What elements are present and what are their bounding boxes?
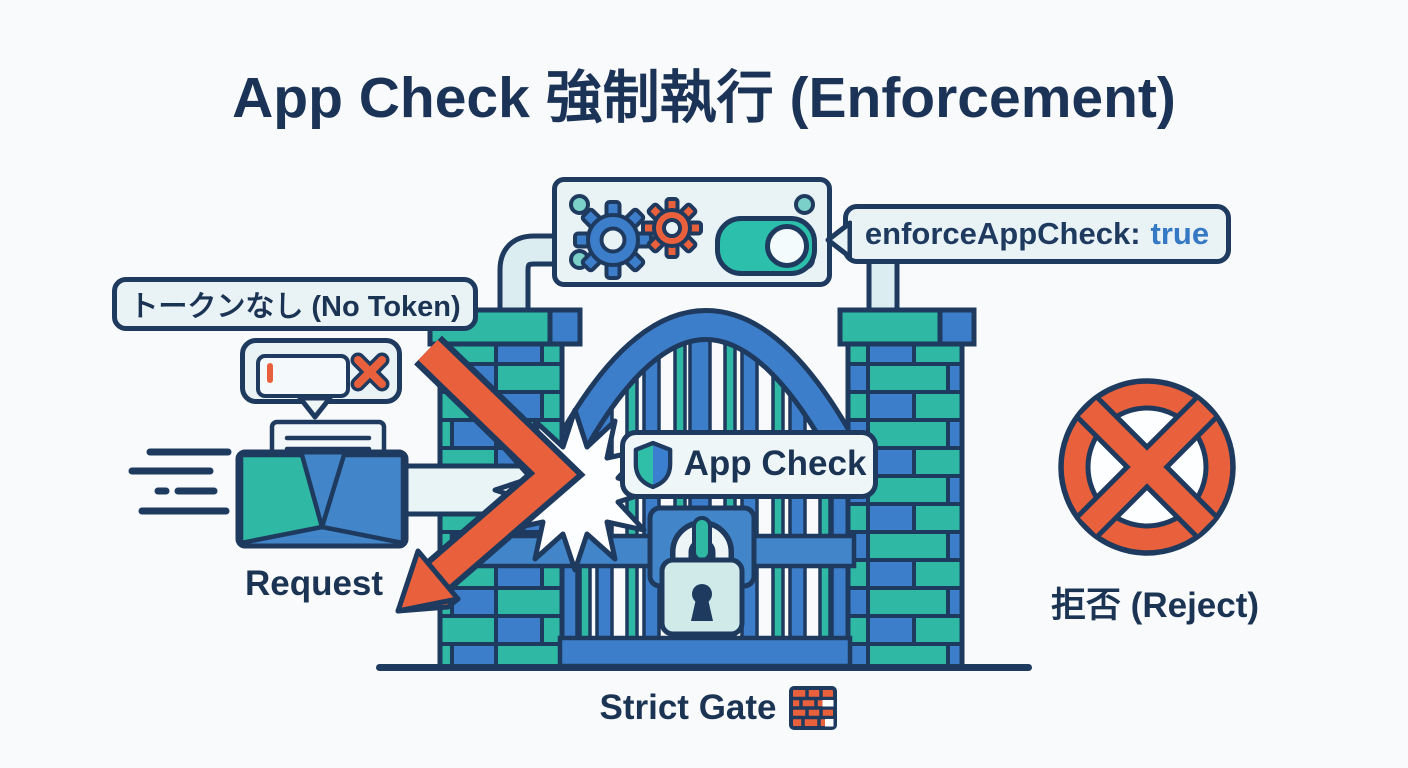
padlock-icon bbox=[647, 505, 757, 637]
enforce-appcheck-bubble: enforceAppCheck: true bbox=[825, 204, 1231, 264]
code-value: true bbox=[1150, 216, 1210, 251]
reject-label: 拒否 (Reject) bbox=[1050, 586, 1260, 625]
screw-icon bbox=[569, 194, 590, 215]
envelope-icon bbox=[235, 419, 409, 549]
bubble-tail-icon bbox=[825, 220, 852, 260]
app-check-badge: App Check bbox=[620, 430, 878, 499]
screw-icon bbox=[794, 194, 815, 215]
speed-lines-icon bbox=[128, 448, 232, 515]
missing-x-icon bbox=[350, 352, 390, 392]
gate-pillar-right bbox=[837, 307, 977, 671]
gate-caption-text: Strict Gate bbox=[599, 688, 777, 727]
toggle-on-icon bbox=[715, 216, 817, 276]
cursor-bar bbox=[267, 363, 273, 383]
request-label: Request bbox=[244, 564, 384, 603]
shield-icon bbox=[633, 440, 672, 489]
ground-line bbox=[376, 664, 1032, 671]
sign-post-left bbox=[497, 233, 562, 322]
no-entry-icon bbox=[1058, 378, 1236, 556]
app-check-label: App Check bbox=[683, 443, 867, 483]
empty-token-field-icon bbox=[240, 338, 402, 420]
gate-caption: Strict Gate bbox=[568, 686, 868, 730]
gate-arch bbox=[542, 308, 870, 478]
token-input-box bbox=[256, 354, 350, 398]
toggle-knob bbox=[765, 224, 809, 268]
brick-wall-icon bbox=[788, 686, 837, 730]
burst-icon bbox=[492, 407, 658, 573]
gears-group bbox=[573, 197, 703, 280]
enforcement-config-sign bbox=[552, 177, 832, 287]
gear-icon bbox=[573, 200, 653, 280]
deflected-arrow-icon bbox=[395, 335, 586, 614]
gate-bottom-rail bbox=[557, 635, 853, 669]
no-token-label: トークンなし (No Token) bbox=[112, 277, 478, 331]
code-key: enforceAppCheck: bbox=[864, 216, 1141, 251]
bubble-tail-icon bbox=[297, 396, 333, 420]
gear-icon bbox=[641, 197, 703, 259]
page-title: App Check 強制執行 (Enforcement) bbox=[232, 66, 1176, 130]
